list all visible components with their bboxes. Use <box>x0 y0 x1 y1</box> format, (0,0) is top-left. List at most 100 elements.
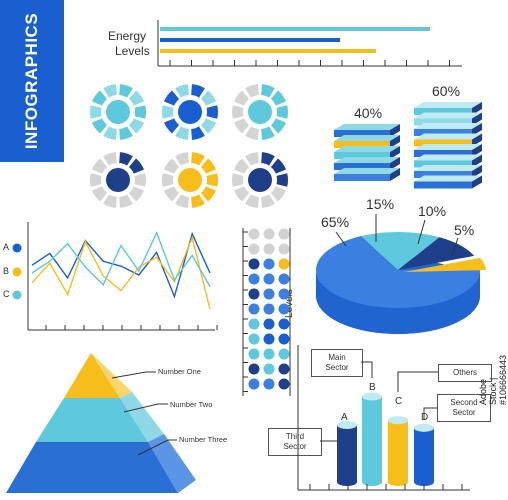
stack-left-layer-1-front <box>334 141 390 148</box>
callout-third-sector-text: Third Sector <box>283 432 307 451</box>
donut-0-center <box>106 100 130 124</box>
pyramid-leader-2 <box>123 403 168 413</box>
donut-3-segment <box>128 158 144 174</box>
donut-0-segment <box>90 105 102 119</box>
connector-main <box>361 361 373 378</box>
stack-left-layer-4-side <box>390 168 400 181</box>
donut-1-segment <box>175 84 189 98</box>
level-dot <box>263 318 275 330</box>
level-dot <box>248 228 260 240</box>
stack-right-layer-5-side <box>472 154 482 168</box>
donut-1-segment <box>175 126 189 140</box>
donut-2-segment <box>245 126 259 140</box>
stack-left-layer-1-top <box>334 135 400 141</box>
bar3d-C-base <box>388 478 408 486</box>
level-dot <box>248 378 260 390</box>
donut-4-segment <box>200 186 216 202</box>
donut-5-segment <box>276 173 288 187</box>
donut-5-segment <box>270 158 286 174</box>
stack-right-layer-7-side <box>472 175 482 189</box>
stack-right-layer-4-front <box>414 150 472 157</box>
level-dot <box>248 348 260 360</box>
pie-label-5: 5% <box>454 222 475 238</box>
stack-left-layer-4-top <box>334 168 400 174</box>
level-dot <box>263 228 275 240</box>
pyramid-top-right <box>91 353 132 398</box>
donut-5-segment <box>234 186 250 202</box>
stack-right-layer-0-front <box>414 108 472 115</box>
donut-5-segment <box>261 194 275 208</box>
legend-dot-C <box>12 290 22 300</box>
stack-right-layer-1-side <box>472 112 482 126</box>
donut-4-segment <box>164 158 180 174</box>
legend-b-label: B <box>3 266 10 276</box>
energy-label-2: Levels <box>115 44 150 58</box>
stack-right-layer-3-front <box>414 139 472 147</box>
level-dot <box>278 318 290 330</box>
stack-right-layer-6-front <box>414 171 472 178</box>
level-dot <box>248 258 260 270</box>
stack-left-layer-3-top <box>334 157 400 163</box>
donut-1-segment <box>191 126 205 140</box>
donut-2-center <box>248 100 272 124</box>
pie-label-65: 65% <box>321 214 350 230</box>
level-dot <box>248 363 260 375</box>
pie-leader-5 <box>451 237 459 257</box>
stack-right-layer-0-top <box>414 102 482 108</box>
level-dot <box>248 333 260 345</box>
connector-others <box>397 371 438 392</box>
donut-3-segment <box>119 194 133 208</box>
level-dot <box>263 273 275 285</box>
donut-3-segment <box>90 173 102 187</box>
donut-5-segment <box>261 152 275 166</box>
level-dot <box>263 243 275 255</box>
stack-left-layer-4-front <box>334 174 390 181</box>
donut-1-center <box>178 100 202 124</box>
bar3d-D <box>414 427 434 482</box>
stack-left-layer-0-top <box>334 124 400 130</box>
donut-4-segment <box>175 152 189 166</box>
donut-0-segment <box>119 126 133 140</box>
bar-cat-c: C <box>395 396 403 407</box>
stack-right-layer-0-side <box>472 102 482 115</box>
donut-2-segment <box>270 118 286 134</box>
level-dot <box>248 288 260 300</box>
pie-leader-10 <box>417 219 426 245</box>
level-dot <box>263 333 275 345</box>
stack-left-layer-0-front <box>334 130 390 137</box>
stack-left-layer-3-front <box>334 163 390 170</box>
pie-slice-65 <box>316 236 480 308</box>
donut-5-segment <box>234 158 250 174</box>
bar3d-C <box>388 420 408 482</box>
energy-bar-1 <box>160 38 340 42</box>
donut-1-segment <box>206 105 218 119</box>
level-dot <box>278 228 290 240</box>
donut-1-segment <box>162 105 174 119</box>
donut-3-segment <box>92 186 108 202</box>
donut-2-segment <box>270 90 286 106</box>
legend-c-label: C <box>3 289 10 299</box>
donut-0-segment <box>128 90 144 106</box>
title-band: INFOGRAPHICS <box>0 0 64 162</box>
level-dot <box>263 303 275 315</box>
donut-2-segment <box>232 105 244 119</box>
pie-slice-15 <box>361 232 440 270</box>
level-dot <box>278 378 290 390</box>
level-dot <box>263 348 275 360</box>
donut-3-center <box>106 168 130 192</box>
level-dot <box>263 288 275 300</box>
legend-dot-B <box>12 267 22 277</box>
pyramid-label-2: Number Two <box>170 400 213 409</box>
donut-0-segment <box>92 90 108 106</box>
donut-2-segment <box>276 105 288 119</box>
stack-right-layer-2-top <box>414 123 482 129</box>
donut-4-segment <box>200 158 216 174</box>
callout-third-sector: Third Sector <box>268 428 322 456</box>
pyramid-leader-1 <box>111 371 156 379</box>
energy-bar-0 <box>160 27 430 31</box>
stack-left-layer-0-side <box>390 124 400 137</box>
level-dot <box>278 243 290 255</box>
stack-left-layer-1-side <box>390 135 400 148</box>
bar-cat-b: B <box>369 382 376 393</box>
level-dot <box>248 273 260 285</box>
